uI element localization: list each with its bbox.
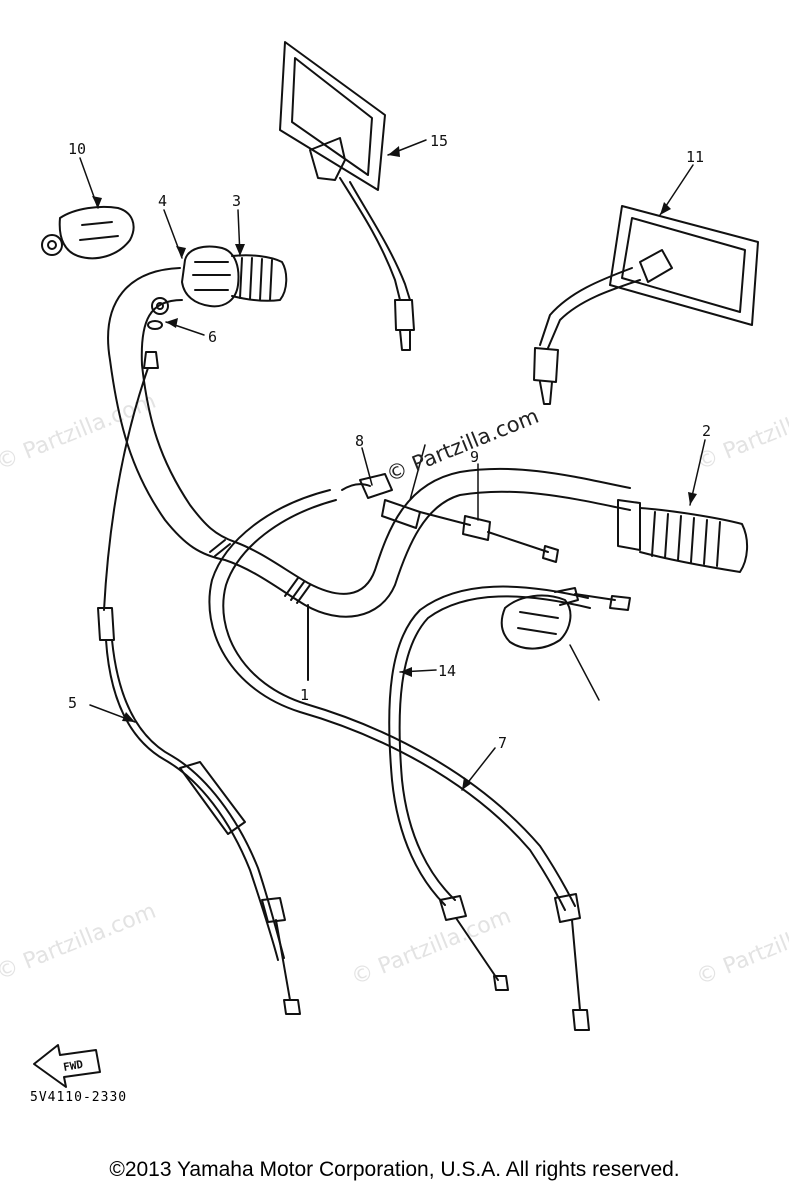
fwd-label: FWD	[62, 1058, 84, 1074]
callout-15: 15	[430, 132, 448, 150]
left-lever-holder	[41, 205, 135, 260]
callout-7: 7	[498, 734, 507, 752]
callout-8: 8	[355, 432, 364, 450]
cable-adjuster	[143, 351, 159, 369]
watermark: © Partzilla.com	[348, 904, 515, 991]
callout-1: 1	[300, 686, 309, 704]
right-cable-adjuster	[341, 473, 559, 563]
callout-5: 5	[68, 694, 77, 712]
callout-11: 9	[470, 448, 479, 466]
callout-13: 11	[686, 148, 704, 166]
foreground-watermark: © Partzilla.com	[383, 404, 542, 487]
watermark: © Partzilla.com	[0, 389, 160, 476]
part-code: 5V4110-2330	[30, 1090, 128, 1105]
callout-14: 14	[438, 662, 456, 680]
copyright-notice: ©2013 Yamaha Motor Corporation, U.S.A. A…	[109, 1158, 680, 1181]
watermark: © Partzilla.com	[693, 904, 789, 991]
handlebar	[107, 267, 631, 681]
callout-4: 4	[158, 192, 167, 210]
leader-arrowheads	[92, 146, 697, 790]
left-switch-housing	[181, 245, 240, 308]
callout-2: 2	[702, 422, 711, 440]
left-cable	[97, 367, 301, 1015]
watermark: © Partzilla.com	[0, 899, 160, 986]
handlebar-parts-diagram: © Partzilla.com © Partzilla.com © Partzi…	[0, 41, 789, 1088]
callout-6: 6	[208, 328, 217, 346]
callout-10: 10	[68, 140, 86, 158]
forward-arrow-icon: FWD	[33, 1044, 101, 1088]
clutch-cable	[208, 489, 590, 1031]
right-lever-holder	[500, 587, 631, 650]
callout-3: 3	[232, 192, 241, 210]
right-grip	[617, 499, 748, 573]
left-mirror	[279, 41, 415, 351]
adjuster-nut	[147, 297, 169, 330]
callout-labels: 10 4 3 6 15 11 8 9 2 14 5 7	[68, 132, 711, 752]
left-grip	[231, 254, 288, 302]
right-mirror	[533, 205, 759, 405]
